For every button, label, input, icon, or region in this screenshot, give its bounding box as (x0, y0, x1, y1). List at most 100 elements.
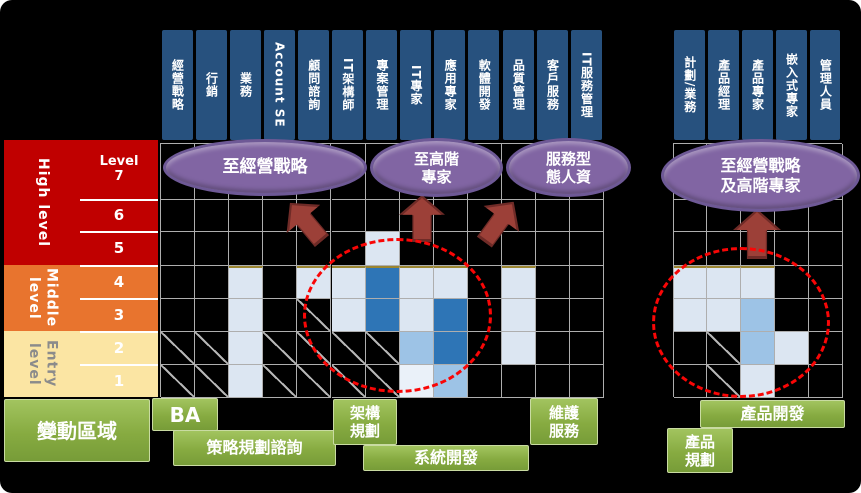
text-line: 至經營戰略 (222, 157, 308, 178)
text-line: 至高階 (413, 149, 459, 168)
right_matrix-cell-r1-c3 (775, 200, 810, 232)
text-line: 產品 (684, 432, 715, 451)
text-line: 服務型 (545, 149, 591, 168)
column-header-left_matrix-3: Account SE (263, 30, 295, 140)
column-header-left_matrix-12: IT服務管理 (570, 30, 602, 140)
column-header-right_matrix-4: 管理人員 (809, 30, 841, 140)
left_matrix-cell-r3-c11 (536, 266, 571, 299)
right_matrix-cell-r1-c0 (673, 200, 708, 232)
left_matrix-cell-r5-c0 (161, 332, 196, 365)
left_matrix-cell-r2-c11 (536, 232, 571, 266)
promotion-ellipse-to-senior-expert: 至高階專家 (370, 138, 503, 197)
text-line: 及高階專家 (720, 175, 801, 195)
text-line: Level (99, 153, 139, 169)
text-line: 7 (114, 168, 124, 184)
right_matrix-cell-r6-c3 (775, 365, 810, 398)
column-header-left_matrix-11: 客戶服務 (536, 30, 568, 140)
text-line: 規劃 (684, 450, 715, 469)
left_matrix-cell-r2-c9 (467, 232, 502, 266)
left_matrix-cell-r3-c3 (263, 266, 298, 299)
left_matrix-cell-r4-c12 (570, 299, 605, 332)
left_matrix-cell-r3-c12 (570, 266, 605, 299)
text-line: 變動區域 (37, 418, 117, 443)
left_matrix-cell-r5-c12 (570, 332, 605, 365)
text-line: 策略規劃諮詢 (206, 438, 303, 458)
right_matrix-cell-r1-c1 (707, 200, 742, 232)
column-header-left_matrix-4: 顧問諮詢 (297, 30, 329, 140)
left_matrix-cell-r4-c11 (536, 299, 571, 332)
column-header-left_matrix-1: 行銷 (195, 30, 227, 140)
left_matrix-cell-r1-c6 (365, 200, 400, 232)
level-category-2: Entry level (4, 331, 80, 397)
promotion-ellipse-to-business-strategy: 至經營戰略 (163, 139, 367, 196)
left_matrix-cell-r5-c3 (263, 332, 298, 365)
level-number-3: 3 (80, 298, 158, 331)
left_matrix-cell-r6-c11 (536, 365, 571, 398)
left_matrix-cell-r4-c0 (161, 299, 196, 332)
left_matrix-cell-r6-c10 (502, 365, 537, 398)
left_matrix-cell-r6-c2 (229, 365, 264, 398)
bottom-label-product-development: 產品開發 (700, 400, 845, 428)
level-number-4: 4 (80, 265, 158, 298)
left_matrix-cell-r4-c10 (502, 299, 537, 332)
right_matrix-cell-r1-c4 (809, 200, 843, 232)
text-line: 至經營戰略 (720, 156, 801, 176)
left-cluster-highlight-dashed-ellipse (303, 238, 492, 393)
left_matrix-cell-r1-c1 (195, 200, 230, 232)
level-number-6: 6 (80, 199, 158, 231)
left_matrix-cell-r6-c12 (570, 365, 605, 398)
column-header-left_matrix-7: IT專家 (400, 30, 432, 140)
text-line: 服務 (548, 421, 579, 440)
left_matrix-cell-r5-c10 (502, 332, 537, 365)
bottom-label-product-planning: 產品規劃 (667, 428, 733, 473)
right-cluster-highlight-dashed-ellipse (652, 247, 830, 398)
left_matrix-cell-r5-c9 (467, 332, 502, 365)
left_matrix-cell-r6-c0 (161, 365, 196, 398)
left_matrix-cell-r6-c3 (263, 365, 298, 398)
left_matrix-cell-r2-c1 (195, 232, 230, 266)
text-line: BA (169, 402, 201, 427)
level-category-0: High level (4, 140, 80, 265)
promotion-ellipse-service-type-hr: 服務型態人資 (506, 138, 631, 197)
bottom-label-architecture-planning: 架構規劃 (333, 399, 397, 445)
level-number-5: 5 (80, 231, 158, 265)
column-header-left_matrix-6: 專案管理 (366, 30, 398, 140)
left_matrix-cell-r6-c9 (467, 365, 502, 398)
right_matrix-cell-r5-c4 (809, 332, 843, 365)
left_matrix-cell-r2-c0 (161, 232, 196, 266)
left_matrix-cell-r3-c0 (161, 266, 196, 299)
left_matrix-cell-r2-c3 (263, 232, 298, 266)
text-line: 維護 (548, 403, 579, 422)
column-header-left_matrix-8: 應用專家 (434, 30, 466, 140)
left_matrix-cell-r1-c5 (331, 200, 366, 232)
level-number-2: 2 (80, 331, 158, 364)
left_matrix-cell-r3-c10 (502, 266, 537, 299)
column-header-left_matrix-2: 業務 (229, 30, 261, 140)
bottom-label-ba: BA (152, 398, 218, 431)
bottom-label-maintenance-service: 維護服務 (530, 398, 598, 445)
left_matrix-cell-r4-c2 (229, 299, 264, 332)
bottom-label-strategy-planning-consulting: 策略規劃諮詢 (173, 430, 336, 466)
column-header-left_matrix-9: 軟體開發 (468, 30, 500, 140)
left_matrix-cell-r2-c2 (229, 232, 264, 266)
left_matrix-cell-r4-c3 (263, 299, 298, 332)
text-line: 架構 (349, 404, 380, 422)
column-header-right_matrix-3: 嵌入式專家 (775, 30, 807, 140)
column-header-right_matrix-2: 產品專家 (741, 30, 773, 140)
left_matrix-cell-r2-c4 (297, 232, 332, 266)
left_matrix-cell-r5-c2 (229, 332, 264, 365)
left_matrix-cell-r5-c1 (195, 332, 230, 365)
left_matrix-cell-r5-c11 (536, 332, 571, 365)
left_matrix-cell-r1-c8 (433, 200, 468, 232)
left_matrix-cell-r6-c1 (195, 365, 230, 398)
text-line: 態人資 (545, 167, 591, 186)
left_matrix-cell-r2-c10 (502, 232, 537, 266)
left_matrix-cell-r1-c11 (536, 200, 571, 232)
left_matrix-cell-r1-c0 (161, 200, 196, 232)
level-category-1: Middle level (4, 265, 80, 331)
level-number-1: 1 (80, 364, 158, 397)
left_matrix-cell-r6-c4 (297, 365, 332, 398)
column-header-right_matrix-0: 計劃/業務 (674, 30, 705, 140)
bottom-label-system-development: 系統開發 (363, 445, 529, 471)
